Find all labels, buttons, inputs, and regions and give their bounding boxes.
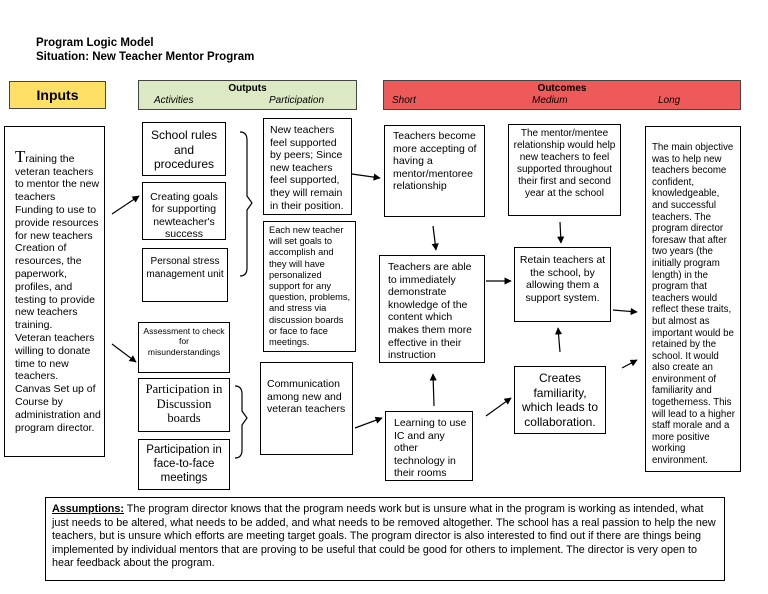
outcome-relationship-text: The mentor/mentee relationship would hel… (513, 128, 616, 199)
arrow-familiarity-to-retain (554, 327, 563, 353)
outputs-header: Outputs Activities Participation (138, 80, 357, 110)
outcome-familiarity-text: Creates familiarity, which leads to coll… (521, 371, 599, 429)
outcomes-header-label: Outcomes (537, 83, 587, 94)
outcome-retain: Retain teachers at the school, by allowi… (514, 247, 611, 322)
arrow-communication-to-learning (354, 416, 383, 429)
arrow-learning-to-demonstrate (429, 373, 437, 407)
participation-label: Participation (269, 95, 325, 106)
participation-goals-support: Each new teacher will set goals to accom… (263, 221, 356, 352)
title-line-1: Program Logic Model (36, 37, 154, 49)
outcomes-header: Outcomes Short Medium Long (383, 80, 741, 110)
inputs-header: Inputs (9, 81, 106, 109)
outcome-demonstrate: Teachers are able to immediately demonst… (379, 255, 485, 363)
activity-assessment: Assessment to check for misunderstanding… (138, 322, 230, 373)
assumptions-box: Assumptions: The program director knows … (45, 497, 725, 581)
activity-assessment-text: Assessment to check for misunderstanding… (143, 326, 225, 357)
outcome-accepting: Teachers become more accepting of having… (384, 125, 485, 217)
participation-communication: Communication among new and veteran teac… (260, 362, 353, 455)
participation-communication-text: Communication among new and veteran teac… (267, 378, 346, 416)
arrow-relationship-to-retain (557, 221, 565, 244)
inputs-header-label: Inputs (36, 87, 79, 103)
participation-supported-text: New teachers feel supported by peers; Si… (270, 124, 344, 212)
medium-label: Medium (532, 95, 568, 106)
outcome-retain-text: Retain teachers at the school, by allowi… (519, 254, 606, 304)
outcome-learning-ic-text: Learning to use IC and any other technol… (394, 417, 467, 480)
outcome-accepting-text: Teachers become more accepting of having… (393, 130, 477, 193)
arrow-learning-to-familiarity (485, 397, 512, 417)
participation-supported: New teachers feel supported by peers; Si… (263, 118, 352, 215)
inputs-drop-cap: T (15, 146, 26, 166)
arrow-inputs-to-assessment (111, 343, 137, 363)
participation-goals-support-text: Each new teacher will set goals to accom… (269, 225, 351, 348)
arrow-accepting-to-demonstrate (431, 225, 439, 251)
activities-label: Activities (154, 95, 194, 106)
activity-stress-unit-text: Personal stress management unit (146, 256, 224, 280)
inputs-text: raining the veteran teachers to mentor t… (15, 152, 101, 434)
outputs-header-label: Outputs (228, 83, 267, 94)
title-line-2: Situation: New Teacher Mentor Program (36, 51, 255, 63)
activity-creating-goals: Creating goals for supporting newteacher… (142, 182, 226, 240)
arrow-retain-to-long (612, 307, 638, 316)
arrow-familiarity-to-long (621, 359, 638, 369)
outcome-long-text: The main objective was to help new teach… (652, 142, 735, 467)
activity-face-to-face: Participation in face-to-face meetings (138, 439, 230, 490)
activity-stress-unit: Personal stress management unit (142, 248, 228, 302)
assumptions-text: The program director knows that the prog… (52, 503, 716, 570)
activity-creating-goals-text: Creating goals for supporting newteacher… (150, 191, 218, 240)
activity-discussion-boards-text: Participation in Discussion boards (145, 382, 223, 425)
long-label: Long (658, 95, 681, 106)
outcome-familiarity: Creates familiarity, which leads to coll… (514, 366, 606, 434)
arrow-inputs-to-goals (111, 195, 140, 215)
arrow-supported-to-accepting (351, 173, 381, 181)
outcome-long: The main objective was to help new teach… (645, 126, 741, 472)
page-title: Program Logic Model Situation: New Teach… (36, 36, 436, 64)
activity-school-rules-text: School rules and procedures (150, 128, 218, 171)
activity-face-to-face-text: Participation in face-to-face meetings (146, 444, 222, 484)
inputs-box: Training the veteran teachers to mentor … (4, 126, 105, 457)
assumptions-label: Assumptions: (52, 503, 124, 515)
outcome-learning-ic: Learning to use IC and any other technol… (385, 411, 473, 481)
bracket-top (239, 131, 253, 277)
activity-discussion-boards: Participation in Discussion boards (138, 378, 230, 432)
short-label: Short (392, 95, 416, 106)
activity-school-rules: School rules and procedures (142, 122, 226, 176)
outcome-demonstrate-text: Teachers are able to immediately demonst… (388, 261, 473, 362)
bracket-bottom (234, 385, 248, 459)
outcome-relationship: The mentor/mentee relationship would hel… (508, 124, 621, 216)
